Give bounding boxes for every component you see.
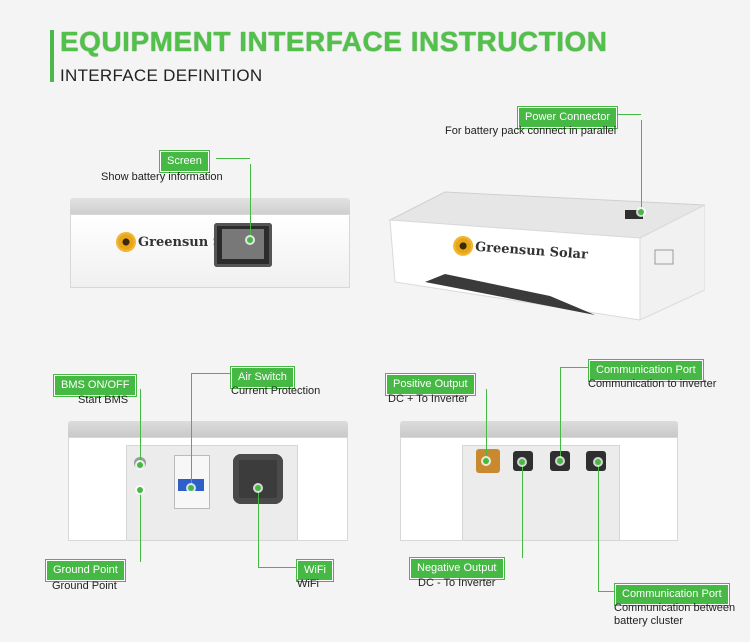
- power-connector-marker: [638, 209, 644, 215]
- comm-inverter-marker: [557, 458, 563, 464]
- screen-tag: Screen: [160, 151, 209, 172]
- battery-rear-panel-left: [68, 421, 348, 541]
- page-subtitle: INTERFACE DEFINITION: [60, 66, 263, 85]
- air-switch-marker: [188, 485, 194, 491]
- comm-cluster-desc-1: Communication between: [614, 602, 736, 614]
- ground-tag: Ground Point: [46, 560, 125, 581]
- screen-marker: [247, 237, 253, 243]
- title-accent-bar: [50, 30, 54, 82]
- positive-marker: [483, 458, 489, 464]
- air-switch-desc: Current Protection: [231, 385, 321, 397]
- battery-perspective-view: Greensun Solar: [385, 190, 707, 325]
- positive-desc: DC + To Inverter: [388, 393, 469, 405]
- air-switch-tag: Air Switch: [231, 367, 294, 388]
- wifi-desc: WiFi: [297, 578, 319, 590]
- comm-cluster-marker: [595, 459, 601, 465]
- page-title: EQUIPMENT INTERFACE INSTRUCTION: [60, 26, 608, 57]
- bms-tag: BMS ON/OFF: [54, 375, 137, 396]
- bms-desc: Start BMS: [78, 394, 129, 406]
- battery-front-view: Greensun Solar: [70, 198, 350, 288]
- ground-desc: Ground Point: [52, 580, 117, 592]
- negative-desc: DC - To Inverter: [418, 577, 496, 589]
- negative-marker: [519, 459, 525, 465]
- battery-rear-panel-right: [400, 421, 678, 541]
- bms-marker: [137, 462, 143, 468]
- screen-desc: Show battery information: [101, 171, 223, 183]
- power-connector-desc: For battery pack connect in parallel: [445, 125, 617, 137]
- sun-logo-icon: [454, 237, 472, 255]
- positive-tag: Positive Output: [386, 374, 475, 395]
- comm-cluster-desc-2: battery cluster: [614, 615, 684, 627]
- wifi-marker: [255, 485, 261, 491]
- comm-inverter-tag: Communication Port: [589, 360, 703, 381]
- sun-logo-icon: [118, 234, 134, 250]
- wifi-tag: WiFi: [297, 560, 333, 581]
- comm-cluster-tag: Communication Port: [615, 584, 729, 605]
- comm-inverter-desc: Communication to inverter: [588, 378, 717, 390]
- negative-tag: Negative Output: [410, 558, 504, 579]
- ground-marker: [137, 487, 143, 493]
- power-connector-tag: Power Connector: [518, 107, 617, 128]
